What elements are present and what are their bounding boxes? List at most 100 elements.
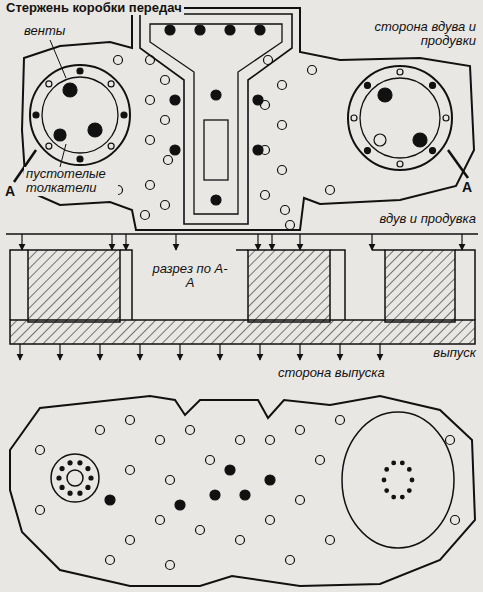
vent-dot xyxy=(77,68,83,74)
figure-title: Стержень коробки передач xyxy=(4,1,184,15)
section-walls xyxy=(10,250,475,320)
vent-dot xyxy=(60,485,64,489)
vent-hole xyxy=(308,66,317,75)
channel-outer xyxy=(140,14,292,224)
vent-hole xyxy=(316,456,325,465)
vent-dot xyxy=(86,467,90,471)
vent-dot xyxy=(265,475,275,485)
flow-arrow xyxy=(371,234,372,250)
section-mark: А xyxy=(460,180,474,195)
vent-hole xyxy=(156,516,165,525)
part-label: пустотелые толкатели xyxy=(24,167,118,196)
vent-dot xyxy=(63,83,77,97)
vent-dot xyxy=(78,461,82,465)
vent-hole xyxy=(126,416,135,425)
vent-dot xyxy=(382,478,386,482)
vent-dot xyxy=(253,145,263,155)
hollow-pusher-ring xyxy=(360,78,440,158)
vent-dot xyxy=(253,95,263,105)
vent-hole xyxy=(281,206,290,215)
flow-arrow xyxy=(111,234,112,250)
hollow-pusher-ring xyxy=(42,77,118,153)
vent-hole xyxy=(161,201,170,210)
vent-dot xyxy=(68,461,72,465)
vent-dot xyxy=(378,88,392,102)
vent-dot xyxy=(170,95,180,105)
flow-arrow xyxy=(379,344,380,360)
vent-dot xyxy=(385,489,389,493)
flow-arrow xyxy=(257,234,258,250)
vent-hole xyxy=(278,166,287,175)
section-label: разрез по А- А xyxy=(145,262,235,291)
vent-hole xyxy=(46,81,52,87)
vent-hole xyxy=(278,81,287,90)
flow-arrow xyxy=(461,234,462,250)
vent-hole xyxy=(286,556,295,565)
flow-arrow xyxy=(271,234,272,250)
flow-label: вдув и продувка xyxy=(377,212,478,226)
vent-dot xyxy=(385,468,389,472)
vent-hole xyxy=(36,506,45,515)
flow-arrow xyxy=(125,234,126,250)
channel-inner xyxy=(150,24,282,214)
flow-label: выпуск xyxy=(431,346,478,360)
vent-dot xyxy=(240,490,250,500)
vent-hole xyxy=(141,211,150,220)
part-label: венты xyxy=(22,24,67,38)
flow-arrow xyxy=(139,344,140,360)
vent-hole xyxy=(126,536,135,545)
vent-hole xyxy=(161,116,170,125)
vent-dot xyxy=(401,461,405,465)
pusher-ring xyxy=(67,470,83,486)
vent-dot xyxy=(89,476,93,480)
flow-arrow xyxy=(299,234,300,250)
vent-hole xyxy=(326,186,335,195)
vent-dot xyxy=(60,467,64,471)
vent-hole xyxy=(397,161,403,167)
vent-dot xyxy=(88,123,102,137)
vent-hole xyxy=(236,536,245,545)
vent-dot xyxy=(175,500,185,510)
vent-hole xyxy=(146,56,155,65)
flow-arrow xyxy=(21,234,22,250)
flow-arrow xyxy=(99,344,100,360)
vent-hole xyxy=(166,476,175,485)
vent-dot xyxy=(255,25,265,35)
flow-arrow xyxy=(175,234,176,250)
flow-arrow xyxy=(19,344,20,360)
vent-hole xyxy=(443,115,449,121)
vent-hole xyxy=(146,96,155,105)
section-base xyxy=(10,320,475,344)
vent-dot xyxy=(413,133,427,147)
vent-dot xyxy=(121,112,127,118)
vent-hole xyxy=(236,436,245,445)
vent-hole xyxy=(108,143,114,149)
section-block xyxy=(385,250,455,322)
vent-dot xyxy=(225,25,235,35)
flow-arrow xyxy=(219,344,220,360)
vent-dot xyxy=(211,195,221,205)
vent-hole xyxy=(296,496,305,505)
vent-dot xyxy=(430,82,436,88)
pusher-ring xyxy=(51,454,99,502)
vent-dot xyxy=(195,25,205,35)
vent-dot xyxy=(165,25,175,35)
vent-hole xyxy=(36,446,45,455)
side-label: сторона вдува и продувки xyxy=(366,20,478,49)
flow-arrow xyxy=(339,344,340,360)
vent-dot xyxy=(54,129,66,141)
vent-hole xyxy=(286,221,295,230)
vent-dot xyxy=(430,148,436,154)
vent-hole xyxy=(96,426,105,435)
vent-dot xyxy=(225,465,235,475)
section-block xyxy=(28,250,120,322)
vent-hole xyxy=(156,436,165,445)
vent-hole xyxy=(146,181,155,190)
vent-dot xyxy=(210,490,220,500)
flow-arrow xyxy=(259,344,260,360)
leader-line xyxy=(50,40,66,78)
vent-hole xyxy=(266,436,275,445)
vent-hole xyxy=(351,115,357,121)
vent-dot xyxy=(33,112,39,118)
